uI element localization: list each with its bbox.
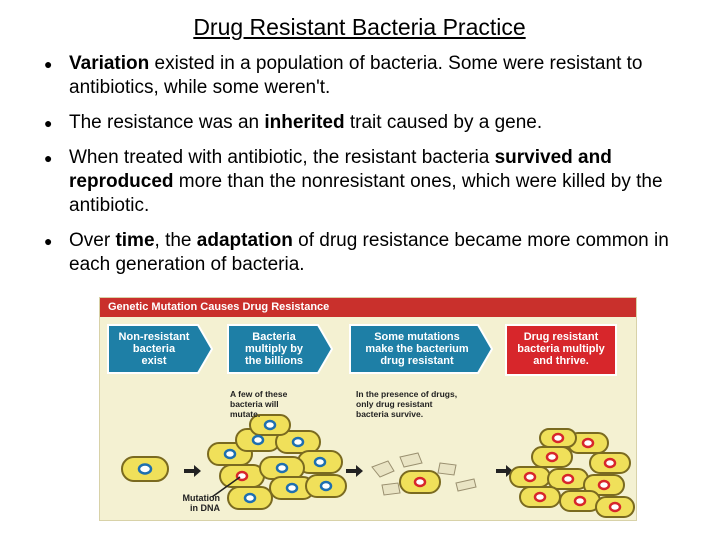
- bullet-text: When treated with antibiotic, the resist…: [69, 147, 495, 168]
- bullet-dot-icon: ●: [44, 233, 53, 249]
- bullet-item: ● Over time, the adaptation of drug resi…: [42, 229, 682, 277]
- bullet-bold-text: Variation: [69, 53, 150, 74]
- bullet-bold-text: survived and reproduced: [69, 147, 612, 192]
- bullet-text: more than the nonresistant ones, which w…: [69, 171, 663, 216]
- step-arrow-3: [349, 324, 494, 374]
- diagram-header: Genetic Mutation Causes Drug Resistance: [100, 298, 636, 317]
- drug-resistance-diagram: Genetic Mutation Causes Drug Resistance: [99, 297, 637, 521]
- bullet-item: ● The resistance was an inherited trait …: [42, 111, 682, 135]
- bullet-text: The resistance was an: [69, 112, 265, 133]
- bullet-list: ● Variation existed in a population of b…: [42, 52, 682, 288]
- mutation-pointer: [211, 476, 241, 498]
- step-arrow-2: [227, 324, 334, 374]
- note-survive: In the presence of drugs,only drug resis…: [356, 389, 458, 419]
- bacteria-cluster: [207, 414, 347, 510]
- diagram-graphics: [107, 324, 635, 518]
- bullet-dot-icon: ●: [44, 56, 53, 72]
- bullet-bold-text: inherited: [264, 112, 345, 133]
- resistant-bacteria-cluster: [509, 428, 635, 518]
- bullet-bold-text: adaptation: [196, 230, 293, 251]
- surviving-bacteria: [371, 452, 477, 496]
- bullet-text: of drug resistance became more common in…: [69, 230, 669, 275]
- bullet-text: trait caused by a gene.: [344, 112, 543, 133]
- stage-arrow: [346, 465, 363, 477]
- bullet-item: ● When treated with antibiotic, the resi…: [42, 146, 682, 218]
- bullet-dot-icon: ●: [44, 115, 53, 131]
- step-arrow-1: [107, 324, 214, 374]
- bacterium-cell: [121, 456, 169, 482]
- bullet-dot-icon: ●: [44, 150, 53, 166]
- bullet-bold-text: time: [115, 230, 155, 251]
- page-title: Drug Resistant Bacteria Practice: [193, 14, 526, 40]
- step-box-4: [505, 324, 617, 376]
- bullet-text: Over: [69, 230, 116, 251]
- bullet-text: existed in a population of bacteria. Som…: [69, 53, 643, 98]
- stage-arrow: [184, 465, 201, 477]
- stage-arrow: [496, 465, 513, 477]
- bullet-item: ● Variation existed in a population of b…: [42, 52, 682, 100]
- bullet-text: , the: [154, 230, 197, 251]
